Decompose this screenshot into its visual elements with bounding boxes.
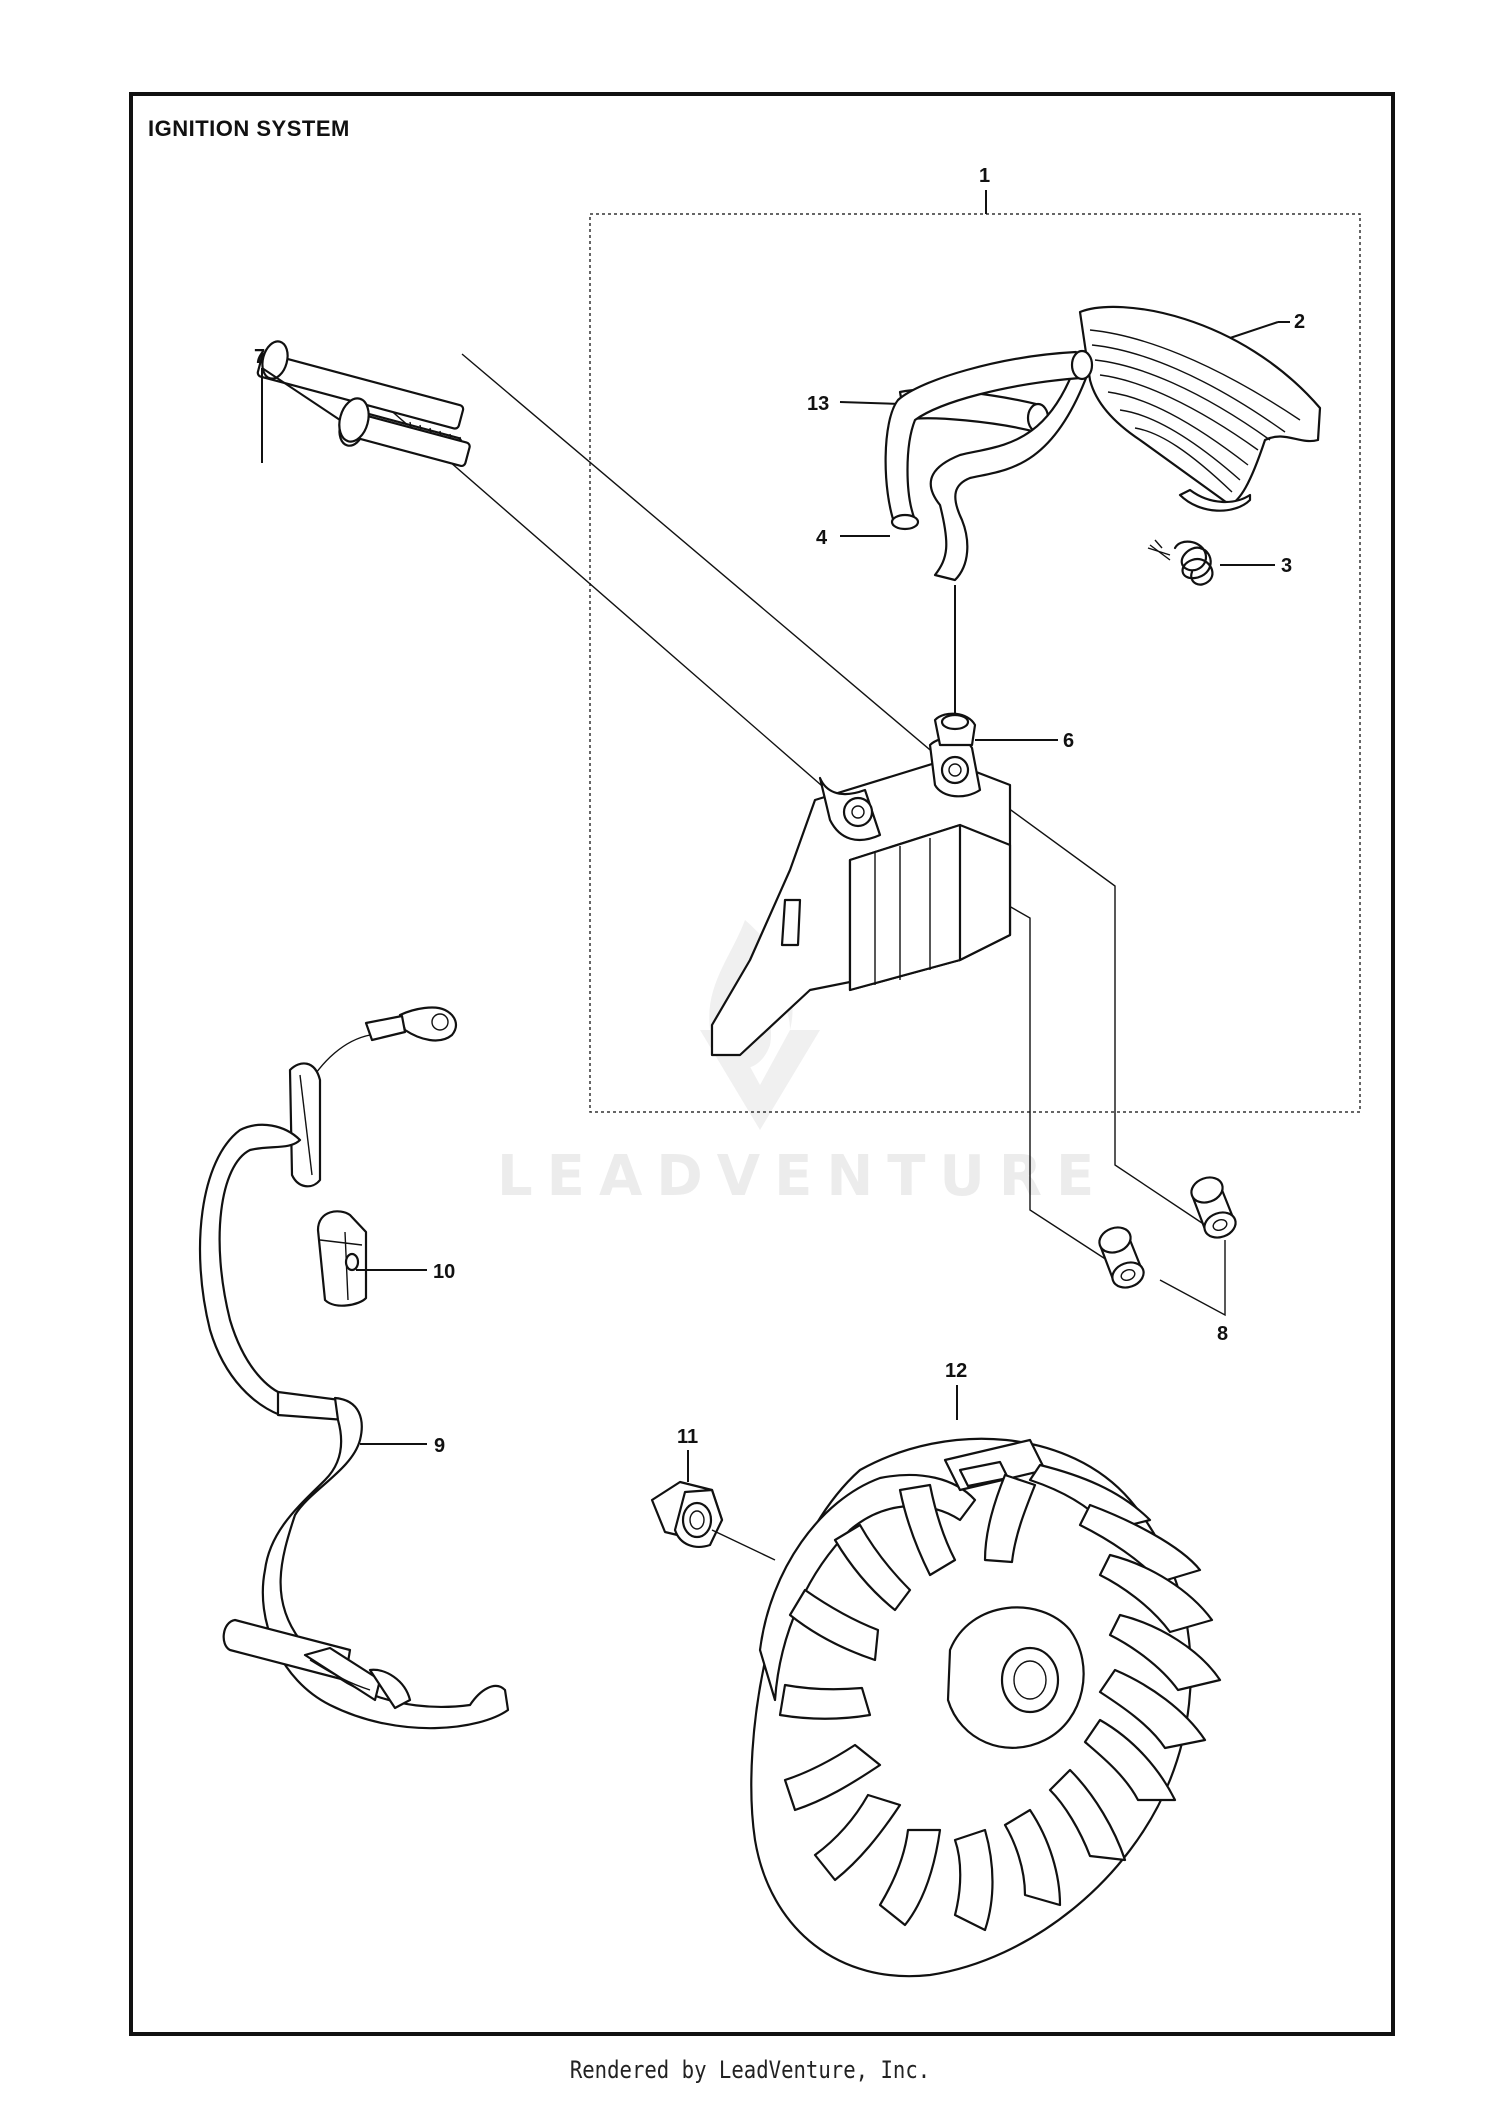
callout-12: 12 (945, 1360, 967, 1382)
assembly-box (589, 213, 1361, 1113)
callout-10: 10 (433, 1261, 455, 1283)
spacer-lower (1098, 1226, 1145, 1289)
bent-hose (884, 349, 1094, 582)
callout-3: 3 (1281, 555, 1292, 577)
callout-7: 7 (254, 346, 265, 368)
callout-2: 2 (1294, 311, 1305, 333)
flywheel (750, 1437, 1222, 1978)
diagram-frame (129, 92, 1395, 2036)
spacer-upper (1190, 1176, 1237, 1239)
spring (1147, 539, 1214, 586)
callout-9: 9 (434, 1435, 445, 1457)
callout-8: 8 (1217, 1323, 1228, 1345)
callout-1: 1 (979, 165, 990, 187)
ignition-wire (198, 1006, 510, 1730)
callout-13: 13 (807, 393, 829, 415)
callout-4: 4 (816, 527, 828, 549)
watermark-text: LEADVENTURE (497, 1144, 1108, 1209)
footer-credit: Rendered by LeadVenture, Inc. (569, 2056, 931, 2084)
diagram-title: IGNITION SYSTEM (148, 116, 350, 141)
wire-clip (316, 1210, 368, 1307)
flywheel-nut (650, 1480, 724, 1548)
callout-6: 6 (1063, 730, 1074, 752)
bolt-pair (256, 340, 471, 468)
ignition-cover (1078, 305, 1322, 512)
ignition-coil (710, 712, 1012, 1057)
fan-blades (778, 1463, 1222, 1932)
callout-11: 11 (677, 1426, 698, 1448)
